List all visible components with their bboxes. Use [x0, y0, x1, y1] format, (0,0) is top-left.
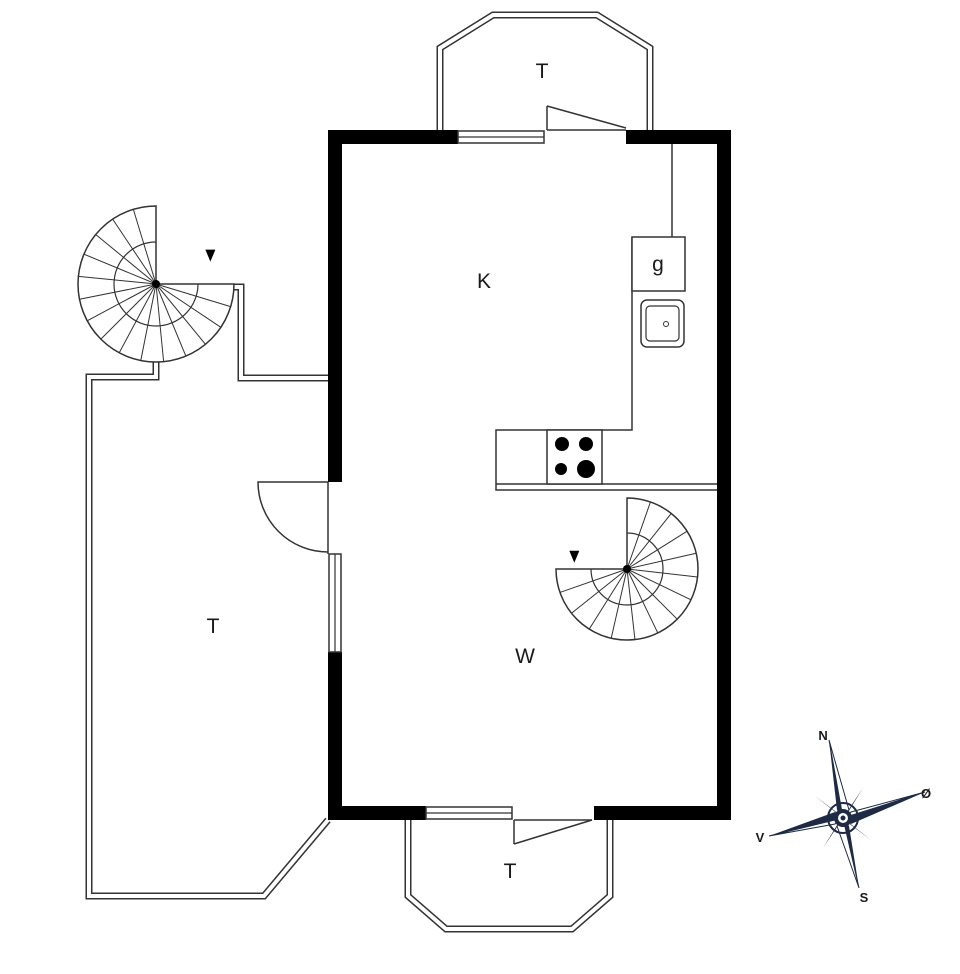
stair-tread: [626, 530, 688, 570]
stair-tread: [100, 283, 157, 340]
stair-tread: [626, 568, 692, 601]
room-label-kitchen: K: [477, 270, 491, 293]
room-label-terrace-west: T: [207, 615, 220, 638]
compass-west-label: V: [756, 830, 765, 845]
window-south: [425, 806, 513, 820]
door-west: [257, 481, 329, 554]
room-label-terrace-north: T: [536, 60, 549, 83]
stair-tread: [626, 568, 698, 578]
compass-rose: N Ø S V: [756, 728, 931, 905]
terrace-west: [85, 283, 331, 900]
compass-north-label: N: [818, 728, 827, 743]
terrace-south: [404, 815, 614, 933]
room-label-living: W: [515, 645, 535, 668]
room-label-terrace-south: T: [504, 860, 517, 883]
spiral-staircase-indoor: [555, 497, 699, 641]
stair-tread: [112, 218, 157, 285]
fridge: g: [631, 236, 686, 292]
stair-tread: [626, 568, 636, 640]
stair-center-post: [623, 565, 631, 573]
stair-tread: [118, 283, 157, 354]
terrace-north: [436, 11, 654, 130]
stair-tread: [78, 275, 157, 285]
stair-tread: [610, 568, 628, 639]
spiral-staircase-outdoor: [77, 205, 235, 363]
stair-tread: [571, 568, 628, 614]
stair-tread: [86, 283, 157, 322]
stair-tread: [559, 568, 628, 593]
sink: [640, 299, 685, 348]
stair-tread: [95, 234, 157, 285]
kitchen-counter: [495, 144, 717, 491]
exterior-walls: [328, 130, 731, 820]
stair-tread: [155, 283, 231, 308]
compass-south-label: S: [860, 890, 869, 905]
stair-tread: [155, 283, 187, 357]
window-west: [328, 553, 342, 653]
stair-tread: [83, 253, 157, 285]
stair-direction-arrow: [569, 550, 580, 563]
stair-tread: [79, 283, 157, 300]
stair-tread: [626, 552, 697, 570]
stair-tread: [155, 283, 222, 328]
stair-tread: [588, 568, 628, 630]
stair-tread: [140, 283, 157, 361]
stair-tread: [626, 568, 678, 620]
stair-tread: [626, 513, 672, 570]
stair-tread: [155, 283, 206, 345]
door-south: [513, 819, 593, 845]
compass-east-label: Ø: [921, 786, 931, 801]
stair-center-post: [152, 280, 160, 288]
door-north: [546, 105, 627, 131]
stair-tread: [626, 501, 651, 570]
stair-tread: [155, 283, 165, 362]
window-north: [457, 130, 545, 144]
fridge-label: g: [652, 253, 664, 276]
stair-tread: [132, 209, 157, 285]
stair-tread: [626, 568, 659, 634]
stove: [546, 429, 603, 485]
compass-cardinals: [768, 739, 926, 889]
stair-direction-arrow: [205, 249, 216, 262]
